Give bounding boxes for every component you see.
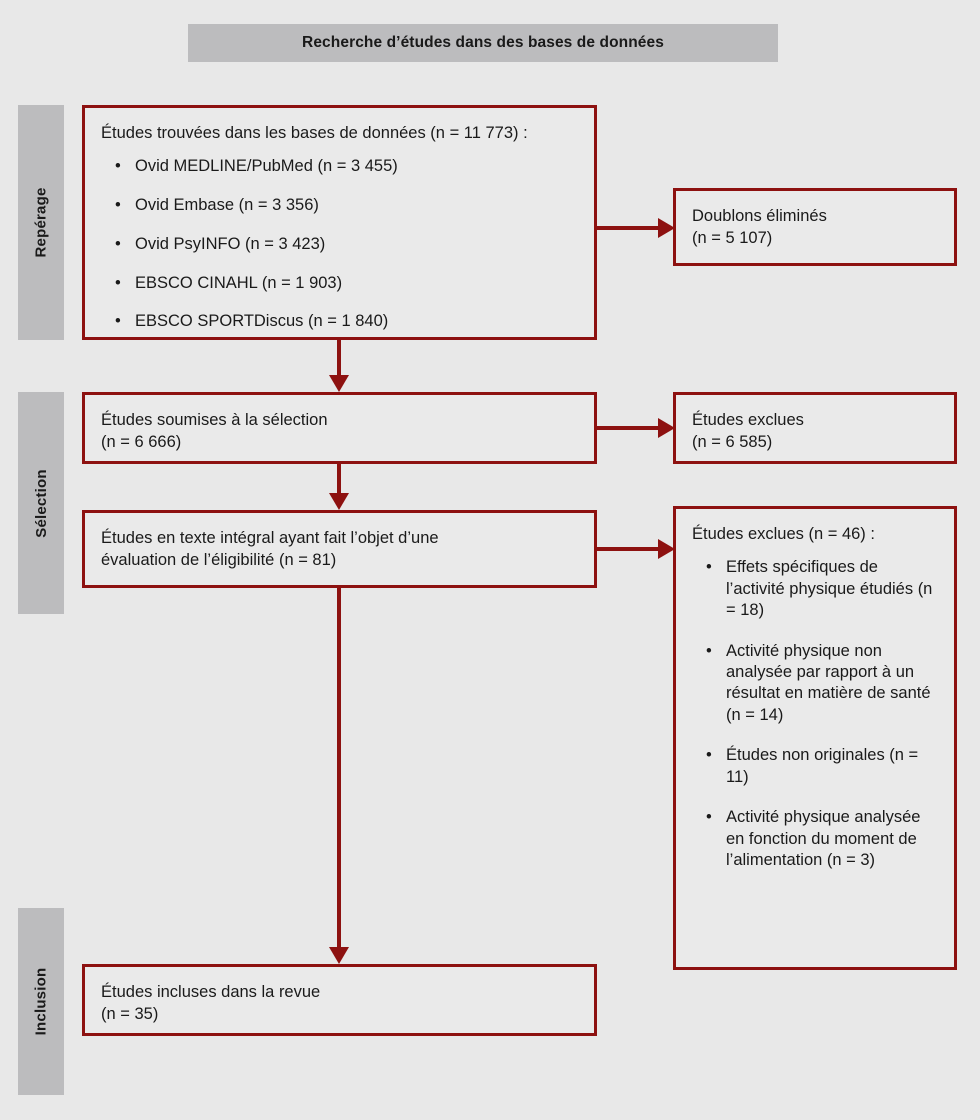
bullet-glyph: • xyxy=(115,312,121,331)
arrow-down-screened-to-eligibility-icon xyxy=(328,464,350,510)
duplicates-removed-count: (n = 5 107) xyxy=(692,229,773,248)
arrow-shaft xyxy=(597,426,658,430)
bullet-glyph: • xyxy=(706,558,712,577)
records-identified-heading: Études trouvées dans les bases de donnée… xyxy=(101,124,528,142)
box-studies-included: Études incluses dans la revue (n = 35) xyxy=(82,964,597,1036)
arrow-right-to-duplicates-icon xyxy=(597,217,675,239)
box-fulltext-assessed: Études en texte intégral ayant fait l’ob… xyxy=(82,510,597,588)
list-item: • Activité physique analysée en fonction… xyxy=(692,807,938,871)
arrow-right-to-excluded-fulltext-icon xyxy=(597,538,675,560)
box-records-screened: Études soumises à la sélection (n = 6 66… xyxy=(82,392,597,464)
list-item-label: Effets spécifiques de l’activité physiqu… xyxy=(726,558,933,620)
box-duplicates-removed: Doublons éliminés (n = 5 107) xyxy=(673,188,957,266)
list-item-label: Activité physique non analysée par rappo… xyxy=(726,641,931,724)
diagram-title: Recherche d’études dans des bases de don… xyxy=(302,34,664,51)
arrow-shaft xyxy=(337,340,341,375)
bullet-glyph: • xyxy=(706,746,712,765)
box-records-identified: Études trouvées dans les bases de donnée… xyxy=(82,105,597,340)
stage-tab-inclusion: Inclusion xyxy=(18,908,64,1095)
stage-label-screening: Sélection xyxy=(32,468,50,538)
bullet-glyph: • xyxy=(115,234,121,253)
diagram-header-band: Recherche d’études dans des bases de don… xyxy=(188,24,778,62)
list-item-label: Ovid MEDLINE/PubMed (n = 3 455) xyxy=(135,157,398,176)
arrow-head xyxy=(658,418,675,438)
arrow-down-identification-to-screened-icon xyxy=(328,340,350,392)
bullet-glyph: • xyxy=(706,641,712,660)
list-item-label: Ovid Embase (n = 3 356) xyxy=(135,196,319,215)
fulltext-exclusion-reason-list: • Effets spécifiques de l’activité physi… xyxy=(692,557,938,871)
list-item: • Ovid PsyINFO (n = 3 423) xyxy=(101,234,578,256)
list-item-label: EBSCO SPORTDiscus (n = 1 840) xyxy=(135,312,389,331)
arrow-head xyxy=(658,218,675,238)
arrow-head xyxy=(658,539,675,559)
list-item: • EBSCO SPORTDiscus (n = 1 840) xyxy=(101,311,578,333)
box-fulltext-excluded: Études exclues (n = 46) : • Effets spéci… xyxy=(673,506,957,970)
bullet-glyph: • xyxy=(115,196,121,215)
fulltext-assessed-line1: Études en texte intégral ayant fait l’ob… xyxy=(101,529,439,547)
box-records-excluded-screening: Études exclues (n = 6 585) xyxy=(673,392,957,464)
studies-included-count: (n = 35) xyxy=(101,1005,159,1024)
records-excluded-screening-count: (n = 6 585) xyxy=(692,433,773,452)
records-excluded-screening-label: Études exclues xyxy=(692,411,804,429)
list-item: • Ovid MEDLINE/PubMed (n = 3 455) xyxy=(101,156,578,178)
list-item: • EBSCO CINAHL (n = 1 903) xyxy=(101,273,578,295)
bullet-glyph: • xyxy=(115,273,121,292)
arrow-shaft xyxy=(597,226,658,230)
list-item: • Effets spécifiques de l’activité physi… xyxy=(692,557,938,621)
list-item-label: EBSCO CINAHL (n = 1 903) xyxy=(135,273,343,292)
bullet-glyph: • xyxy=(706,808,712,827)
records-screened-label: Études soumises à la sélection xyxy=(101,411,328,429)
database-source-list: • Ovid MEDLINE/PubMed (n = 3 455) • Ovid… xyxy=(101,156,578,333)
list-item-label: Ovid PsyINFO (n = 3 423) xyxy=(135,234,326,253)
stage-label-inclusion: Inclusion xyxy=(32,967,50,1036)
arrow-head xyxy=(329,493,349,510)
studies-included-label: Études incluses dans la revue xyxy=(101,983,321,1001)
arrow-head xyxy=(329,375,349,392)
stage-tab-screening: Sélection xyxy=(18,392,64,614)
arrow-down-eligibility-to-included-icon xyxy=(328,588,350,964)
arrow-shaft xyxy=(597,547,658,551)
arrow-head xyxy=(329,947,349,964)
stage-tab-identification: Repérage xyxy=(18,105,64,340)
records-screened-count: (n = 6 666) xyxy=(101,433,182,452)
arrow-right-to-excluded-screening-icon xyxy=(597,417,675,439)
list-item: • Activité physique non analysée par rap… xyxy=(692,641,938,727)
stage-label-identification: Repérage xyxy=(32,187,50,258)
fulltext-excluded-heading: Études exclues (n = 46) : xyxy=(692,525,875,543)
arrow-shaft xyxy=(337,588,341,947)
list-item-label: Activité physique analysée en fonction d… xyxy=(726,808,921,870)
arrow-shaft xyxy=(337,464,341,493)
list-item: • Ovid Embase (n = 3 356) xyxy=(101,195,578,217)
fulltext-assessed-line2: évaluation de l’éligibilité (n = 81) xyxy=(101,551,337,570)
list-item-label: Études non originales (n = 11) xyxy=(726,746,919,786)
list-item: • Études non originales (n = 11) xyxy=(692,745,938,788)
duplicates-removed-label: Doublons éliminés xyxy=(692,207,827,225)
bullet-glyph: • xyxy=(115,157,121,176)
